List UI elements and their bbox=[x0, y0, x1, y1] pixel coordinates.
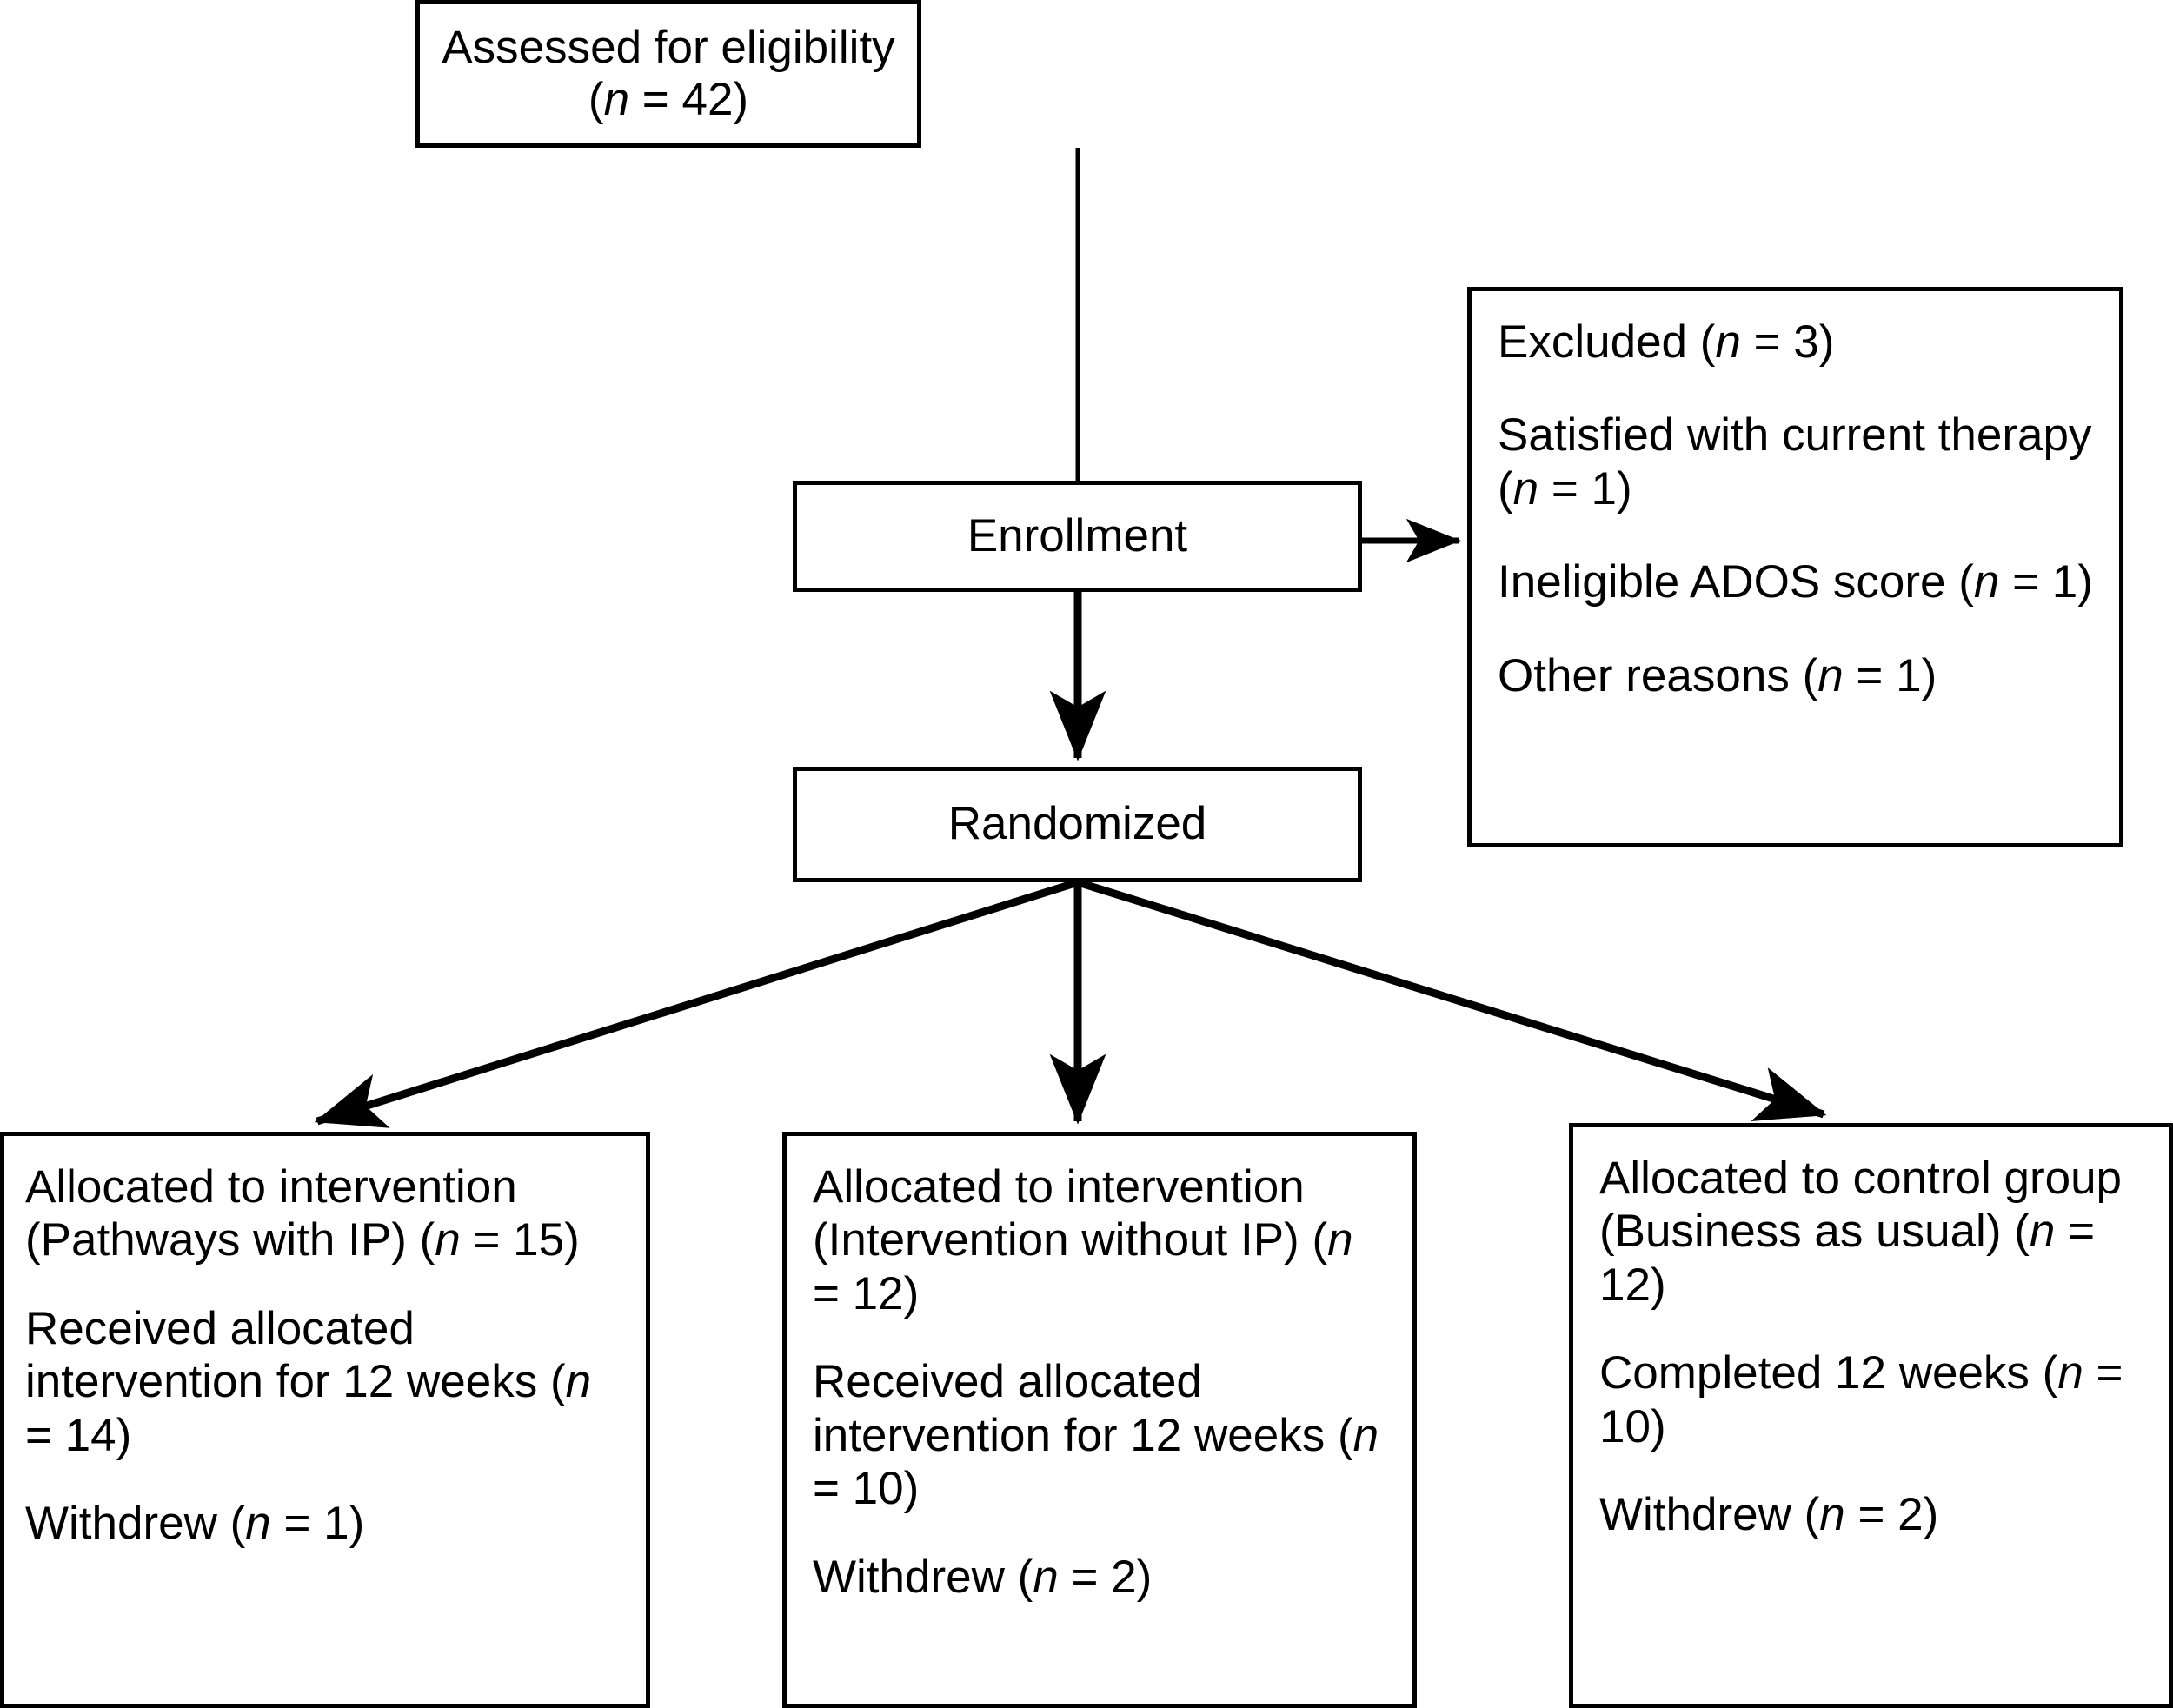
excluded-reason-ados: Ineligible ADOS score (n = 1) bbox=[1498, 556, 2093, 608]
alloc-control-allocation: Allocated to control group (Business as … bbox=[1599, 1153, 2135, 1311]
alloc-noip-received: Received allocated intervention for 12 w… bbox=[813, 1356, 1392, 1515]
node-allocated-pathways-with-ip: Allocated to intervention (Pathways with… bbox=[0, 1132, 650, 1708]
node-randomized: Randomized bbox=[793, 767, 1362, 882]
alloc-noip-allocation: Allocated to intervention (Intervention … bbox=[813, 1161, 1366, 1319]
assessed-count-text: = 42) bbox=[629, 74, 749, 125]
excluded-reason-other: Other reasons (n = 1) bbox=[1498, 649, 1937, 701]
alloc-ip-received: Received allocated intervention for 12 w… bbox=[25, 1302, 604, 1461]
node-excluded: Excluded (n = 3) Satisfied with current … bbox=[1467, 287, 2123, 847]
excluded-reason-satisfied: Satisfied with current therapy (n = 1) bbox=[1498, 409, 2105, 515]
excluded-heading: Excluded (n = 3) bbox=[1498, 316, 1835, 368]
alloc-noip-withdrew: Withdrew (n = 2) bbox=[813, 1551, 1153, 1603]
edge-randomized-to-alloc-ip bbox=[314, 878, 1080, 1128]
alloc-control-completed: Completed 12 weeks (n = 10) bbox=[1599, 1347, 2136, 1452]
assessed-count: (n = 42) bbox=[588, 74, 749, 125]
node-allocated-intervention-without-ip: Allocated to intervention (Intervention … bbox=[782, 1132, 1417, 1708]
randomized-label: Randomized bbox=[947, 798, 1207, 850]
alloc-ip-allocation: Allocated to intervention (Pathways with… bbox=[25, 1161, 580, 1266]
edge-randomized-to-alloc-control bbox=[1076, 878, 1827, 1121]
enrollment-label: Enrollment bbox=[967, 509, 1188, 562]
node-assessed-for-eligibility: Assessed for eligibility (n = 42) bbox=[415, 0, 921, 148]
node-allocated-control-group: Allocated to control group (Business as … bbox=[1569, 1123, 2173, 1708]
node-enrollment: Enrollment bbox=[793, 481, 1362, 592]
assessed-label: Assessed for eligibility bbox=[442, 21, 895, 73]
alloc-ip-withdrew: Withdrew (n = 1) bbox=[25, 1498, 365, 1550]
alloc-control-withdrew: Withdrew (n = 2) bbox=[1599, 1489, 1939, 1541]
